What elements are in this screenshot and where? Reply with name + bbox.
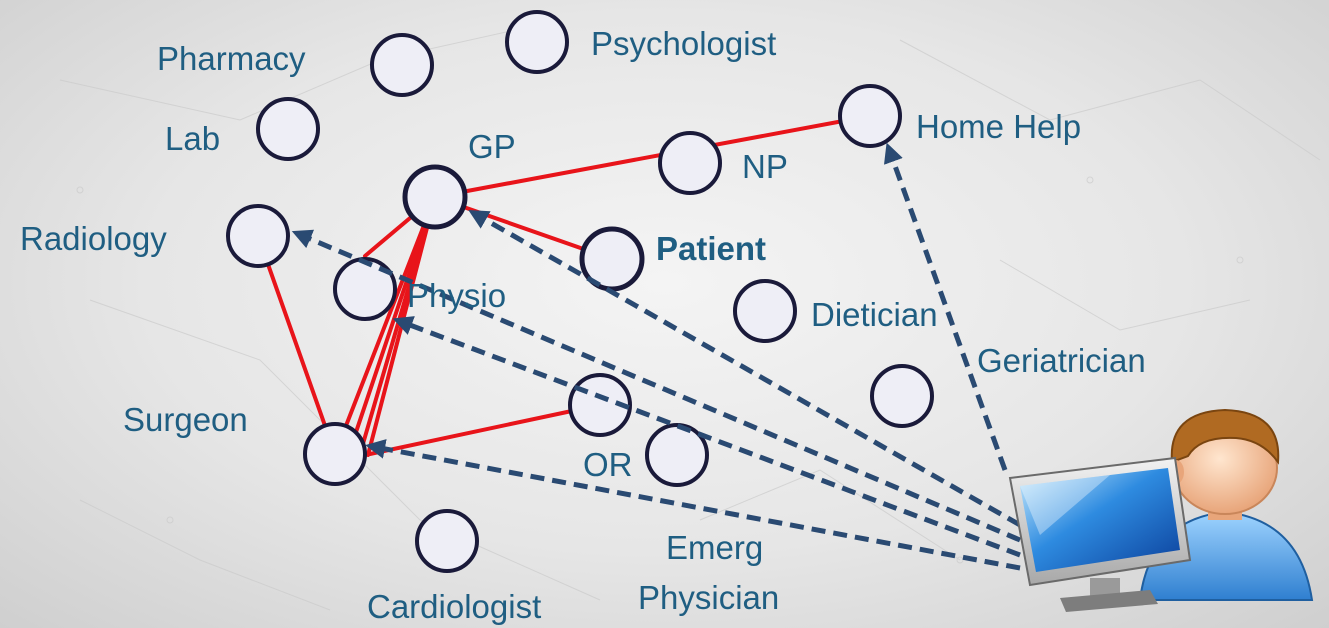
node-psychologist — [505, 10, 569, 74]
referral-to-physio — [392, 316, 1021, 558]
label-or: OR — [583, 446, 633, 483]
referral-arrows — [291, 142, 1022, 571]
node-home-help — [838, 84, 902, 148]
node-lab — [256, 97, 320, 161]
connection-radiology-surgeon — [256, 234, 337, 456]
node-dietician — [733, 279, 797, 343]
connection-surgeon-or — [368, 403, 602, 456]
label-psychologist: Psychologist — [591, 25, 777, 62]
node-or-2 — [645, 423, 709, 487]
label-pharmacy: Pharmacy — [157, 40, 306, 77]
label-home-help: Home Help — [916, 108, 1082, 145]
node-radiology — [226, 204, 290, 268]
node-surgeon — [303, 422, 367, 486]
node-cardiologist — [415, 509, 479, 573]
clinician-at-computer-icon — [1008, 408, 1314, 612]
label-gp: GP — [468, 128, 516, 165]
connection-gp-surgeon — [333, 195, 437, 456]
node-geriatrician — [870, 364, 934, 428]
referral-to-radiology — [291, 229, 1021, 543]
label-emerg: Emerg — [666, 529, 764, 566]
label-np: NP — [742, 148, 788, 185]
label-physio: Physio — [407, 277, 507, 314]
connection-gp-home-help — [433, 114, 872, 199]
label-cardiologist: Cardiologist — [367, 588, 542, 625]
node-np — [658, 131, 722, 195]
label-geriatrician: Geriatrician — [977, 342, 1146, 379]
node-gp — [402, 164, 468, 230]
nodes — [226, 10, 934, 573]
referral-to-gp — [468, 210, 1022, 528]
node-physio — [333, 257, 397, 321]
connection-gp-surgeon-3 — [366, 195, 437, 457]
label-patient: Patient — [656, 230, 767, 267]
label-radiology: Radiology — [20, 220, 167, 257]
label-dietician: Dietician — [811, 296, 938, 333]
label-surgeon: Surgeon — [123, 401, 248, 438]
node-patient — [579, 226, 645, 292]
label-lab: Lab — [165, 120, 221, 157]
referral-to-home-help — [883, 142, 1008, 471]
node-pharmacy — [370, 33, 434, 97]
connection-gp-surgeon-4 — [348, 195, 437, 452]
label-physician: Physician — [638, 579, 780, 616]
